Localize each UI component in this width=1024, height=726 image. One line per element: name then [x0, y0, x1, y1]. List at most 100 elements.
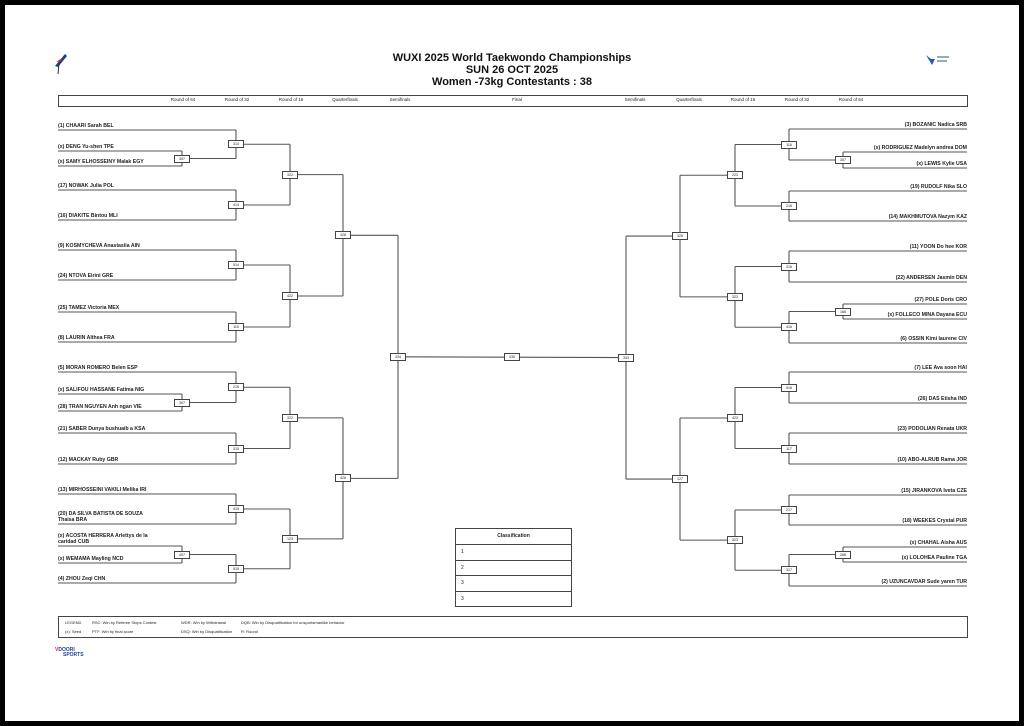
match-number-box: 314	[228, 140, 244, 149]
player-name: (14) MAKHMUTOVA Nazym KAZ	[888, 214, 967, 220]
event-date: SUN 26 OCT 2025	[465, 64, 559, 76]
player-name: (25) TAMEZ Victoria MEX	[58, 305, 120, 311]
player-name: (28) TRAN NGUYEN Anh ngan VIE	[58, 404, 142, 410]
player-name: (15) JIRANKOVA Iveta CZE	[901, 488, 967, 494]
round-label: Round of 32	[784, 97, 810, 102]
match-number-box: 266	[835, 550, 851, 559]
player-name: (x) CHAHAL Aisha AUS	[909, 540, 967, 546]
classification-table: Classification 1 2 3 3	[455, 528, 572, 607]
match-number-box: 117	[781, 444, 797, 453]
match-number-box: 415	[228, 505, 244, 513]
match-number-box: 322	[282, 413, 298, 422]
match-number-box: 123	[282, 534, 298, 543]
player-name: (x) LOLOHEA Pauline TGA	[901, 555, 967, 561]
match-number-box: 423	[727, 414, 743, 422]
match-number-box: 407	[174, 550, 190, 559]
match-number-box: 322	[282, 170, 298, 179]
match-number-box: 166	[835, 307, 851, 316]
player-name: (22) ANDERSEN Jasmin DEN	[895, 275, 967, 281]
classification-row: 1	[456, 544, 571, 560]
player-name: (x) FOLLECO MINA Dayana ECU	[887, 312, 967, 318]
classification-row: 3	[456, 575, 571, 591]
player-name: (13) MIRHOSSEINI VAKILI Melika IRI	[58, 487, 147, 493]
round-label: Round of 16	[278, 97, 304, 102]
bracket-lines	[58, 128, 967, 587]
round-label: Round of 64	[170, 97, 196, 102]
round-label: Semifinals	[389, 97, 411, 102]
legend-label: LEGEND	[65, 620, 82, 625]
match-number-box: 323	[727, 292, 743, 301]
match-number-box: 516	[781, 383, 797, 392]
player-name: (x) SAMY ELHOSSEINY Malak EGY	[58, 159, 144, 165]
match-number-box: 307	[174, 398, 190, 407]
player-name: (9) KOSMYCHEVA Anastasiia AIN	[58, 243, 140, 249]
classification-row: 2	[456, 559, 571, 576]
match-number-box: 223	[727, 171, 743, 180]
match-number-box: 307	[174, 154, 190, 163]
legend-item: DQB: Win by Disqualification for unsport…	[241, 620, 345, 625]
legend-box: LEGEND (x): Seed RSC: Win by Referee Sto…	[58, 616, 968, 638]
event-title: WUXI 2025 World Taekwondo Championships	[392, 52, 632, 64]
round-header-bar: Round of 64 Round of 32 Round of 16 Quarter…	[58, 95, 968, 107]
player-name: (17) NOWAK Julia POL	[58, 183, 114, 189]
player-name: (1) CHAARI Sarah BEL	[58, 123, 114, 129]
legend-seed: (x): Seed	[65, 629, 82, 634]
match-number-box: 315	[228, 444, 244, 453]
round-label: Round of 16	[730, 97, 756, 102]
player-name: (20) DA SILVA BATISTA DE SOUZA	[58, 511, 143, 517]
classification-row: 3	[456, 590, 571, 607]
player-name: (10) ABO-ALRUB Rama JOR	[897, 457, 967, 463]
round-label: Quarterfinals	[676, 97, 702, 102]
legend-item: WDR: Win by Withdrawal	[181, 620, 226, 625]
legend-item: RSC: Win by Referee Stops Contest	[92, 620, 157, 625]
player-name: (19) RUDOLF Nika SLO	[910, 184, 967, 190]
round-label: Round of 32	[224, 97, 250, 102]
legend-item: DSQ: Win by Disqualification	[181, 629, 233, 634]
player-name: (x) LEWIS Kylie USA	[916, 161, 967, 167]
match-number-box: 216	[781, 202, 797, 210]
match-number-box: 328	[335, 231, 351, 240]
match-number-box: 333	[618, 353, 634, 362]
round-label: Quarterfinals	[332, 97, 358, 102]
player-name: (23) PODOLIAN Renata UKR	[897, 426, 967, 432]
player-name: (x) SALIFOU HASSANE Fatima NIG	[58, 387, 145, 393]
player-name: (11) YOON Do hee KOR	[909, 244, 967, 250]
player-name: (8) LAURIN Althea FRA	[58, 335, 115, 341]
player-name: (26) DAS Etisha IND	[917, 396, 967, 402]
match-number-box: 328	[672, 232, 688, 241]
match-number-box: 307	[835, 156, 851, 164]
player-name: (27) POLE Doris CRO	[914, 297, 967, 303]
player-name: (7) LEE Ava soon HAI	[914, 365, 967, 371]
player-name: (18) WEEKES Crystal PUR	[902, 518, 967, 524]
match-number-box: 334	[390, 352, 406, 361]
player-name: (24) NTOVA Eirini GRE	[58, 273, 114, 279]
round-label: Final	[512, 97, 522, 102]
player-name: (x) ACOSTA HERRERA Arlettys de la	[58, 533, 148, 539]
match-number-box: 515	[228, 564, 244, 573]
round-label: Round of 64	[838, 97, 864, 102]
round-label: Semifinals	[624, 97, 646, 102]
wuxi-2025-logo	[925, 53, 951, 68]
match-number-box: 127	[672, 475, 688, 484]
player-name: (21) SABER Dunya bushuaib a KSA	[58, 426, 146, 432]
player-name: Thaisa BRA	[58, 517, 88, 523]
legend-item: R: Round	[241, 629, 258, 634]
classification-title: Classification	[497, 533, 530, 539]
match-number-box: 422	[282, 292, 298, 300]
player-name: (3) BOZANIC Nadica SRB	[904, 122, 967, 128]
event-category: Women -73kg Contestants : 38	[432, 76, 592, 88]
world-taekwondo-logo	[53, 52, 113, 75]
player-name: (16) DIAKITE Bintou MLI	[58, 213, 118, 219]
player-name: (4) ZHOU Zeqi CHN	[58, 576, 106, 582]
legend-item: PTF: Win by final score	[92, 629, 134, 634]
match-number-box: 335	[504, 353, 520, 362]
bracket-page: WUXI 2025 World Taekwondo Championships …	[5, 5, 1019, 721]
player-name: (x) WEMAMA Mayling NCD	[58, 556, 124, 562]
player-name: (x) RODRIGUEZ Madelyn andrea DOM	[873, 145, 967, 151]
match-number-box: 116	[781, 140, 797, 149]
player-name: (2) UZUNCAVDAR Sude yaren TUR	[881, 579, 967, 585]
match-number-box: 317	[781, 566, 797, 575]
match-number-box: 514	[228, 261, 244, 269]
match-number-box: 323	[727, 536, 743, 545]
